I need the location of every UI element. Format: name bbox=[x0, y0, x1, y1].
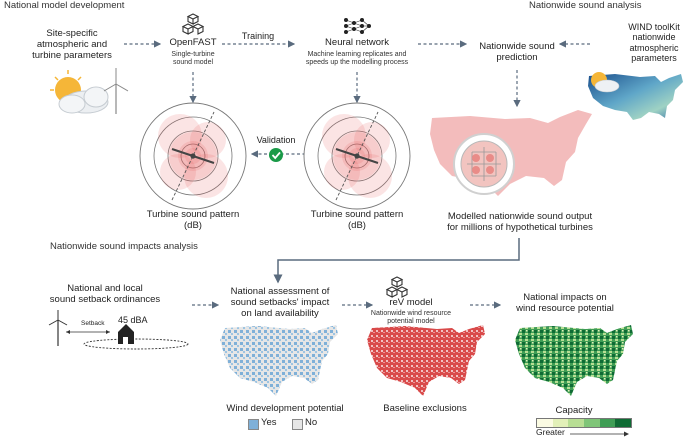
map-wind-development bbox=[220, 325, 338, 396]
neural-network-icon bbox=[344, 18, 371, 34]
legend-yes-label: Yes bbox=[261, 417, 277, 428]
greater-label: Greater bbox=[536, 427, 565, 437]
arrow-output-to-impacts bbox=[273, 238, 520, 284]
sun-cloud-icon bbox=[50, 68, 129, 114]
cube-icon bbox=[385, 276, 409, 298]
wind-dev-label: Wind development potential bbox=[226, 403, 344, 414]
wind-toolkit-map bbox=[588, 72, 683, 120]
bottom-maps-layer bbox=[220, 325, 633, 396]
nn-title: Neural network bbox=[325, 37, 389, 48]
house-icon bbox=[118, 324, 134, 344]
greater-arrow bbox=[570, 431, 629, 437]
legend-no-swatch bbox=[292, 419, 303, 430]
turbine-icon bbox=[48, 310, 68, 346]
openfast-title: OpenFAST bbox=[169, 37, 217, 48]
sound-pattern-right bbox=[303, 102, 411, 210]
legend-no-label: No bbox=[305, 417, 318, 428]
section-national-model: National model development bbox=[4, 0, 125, 11]
setback-label: Setback bbox=[80, 320, 106, 328]
map-baseline-exclusions bbox=[367, 325, 485, 396]
dba-label: 45 dBA bbox=[118, 315, 148, 325]
section-impacts: Nationwide sound impacts analysis bbox=[50, 241, 198, 252]
capacity-scale bbox=[536, 418, 632, 428]
pattern-left-label: Turbine sound pattern(dB) bbox=[146, 209, 240, 231]
map-capacity bbox=[515, 325, 633, 396]
section-nationwide-sound: Nationwide sound analysis bbox=[529, 0, 642, 11]
rev-title: reV model bbox=[389, 297, 433, 308]
nationwide-sound-map bbox=[430, 110, 592, 196]
setback-illustration bbox=[48, 310, 189, 350]
sound-pattern-left bbox=[139, 102, 247, 210]
capacity-label: Capacity bbox=[555, 405, 593, 416]
check-icon bbox=[269, 148, 283, 162]
validation-label: Validation bbox=[256, 135, 296, 145]
cube-icon bbox=[181, 13, 205, 35]
turbine-icon bbox=[103, 68, 129, 114]
sound-pattern-layer bbox=[139, 102, 592, 210]
legend-yes-swatch bbox=[248, 419, 259, 430]
pattern-right-label: Turbine sound pattern(dB) bbox=[310, 209, 404, 231]
training-label: Training bbox=[241, 31, 275, 41]
baseline-label: Baseline exclusions bbox=[383, 403, 467, 414]
